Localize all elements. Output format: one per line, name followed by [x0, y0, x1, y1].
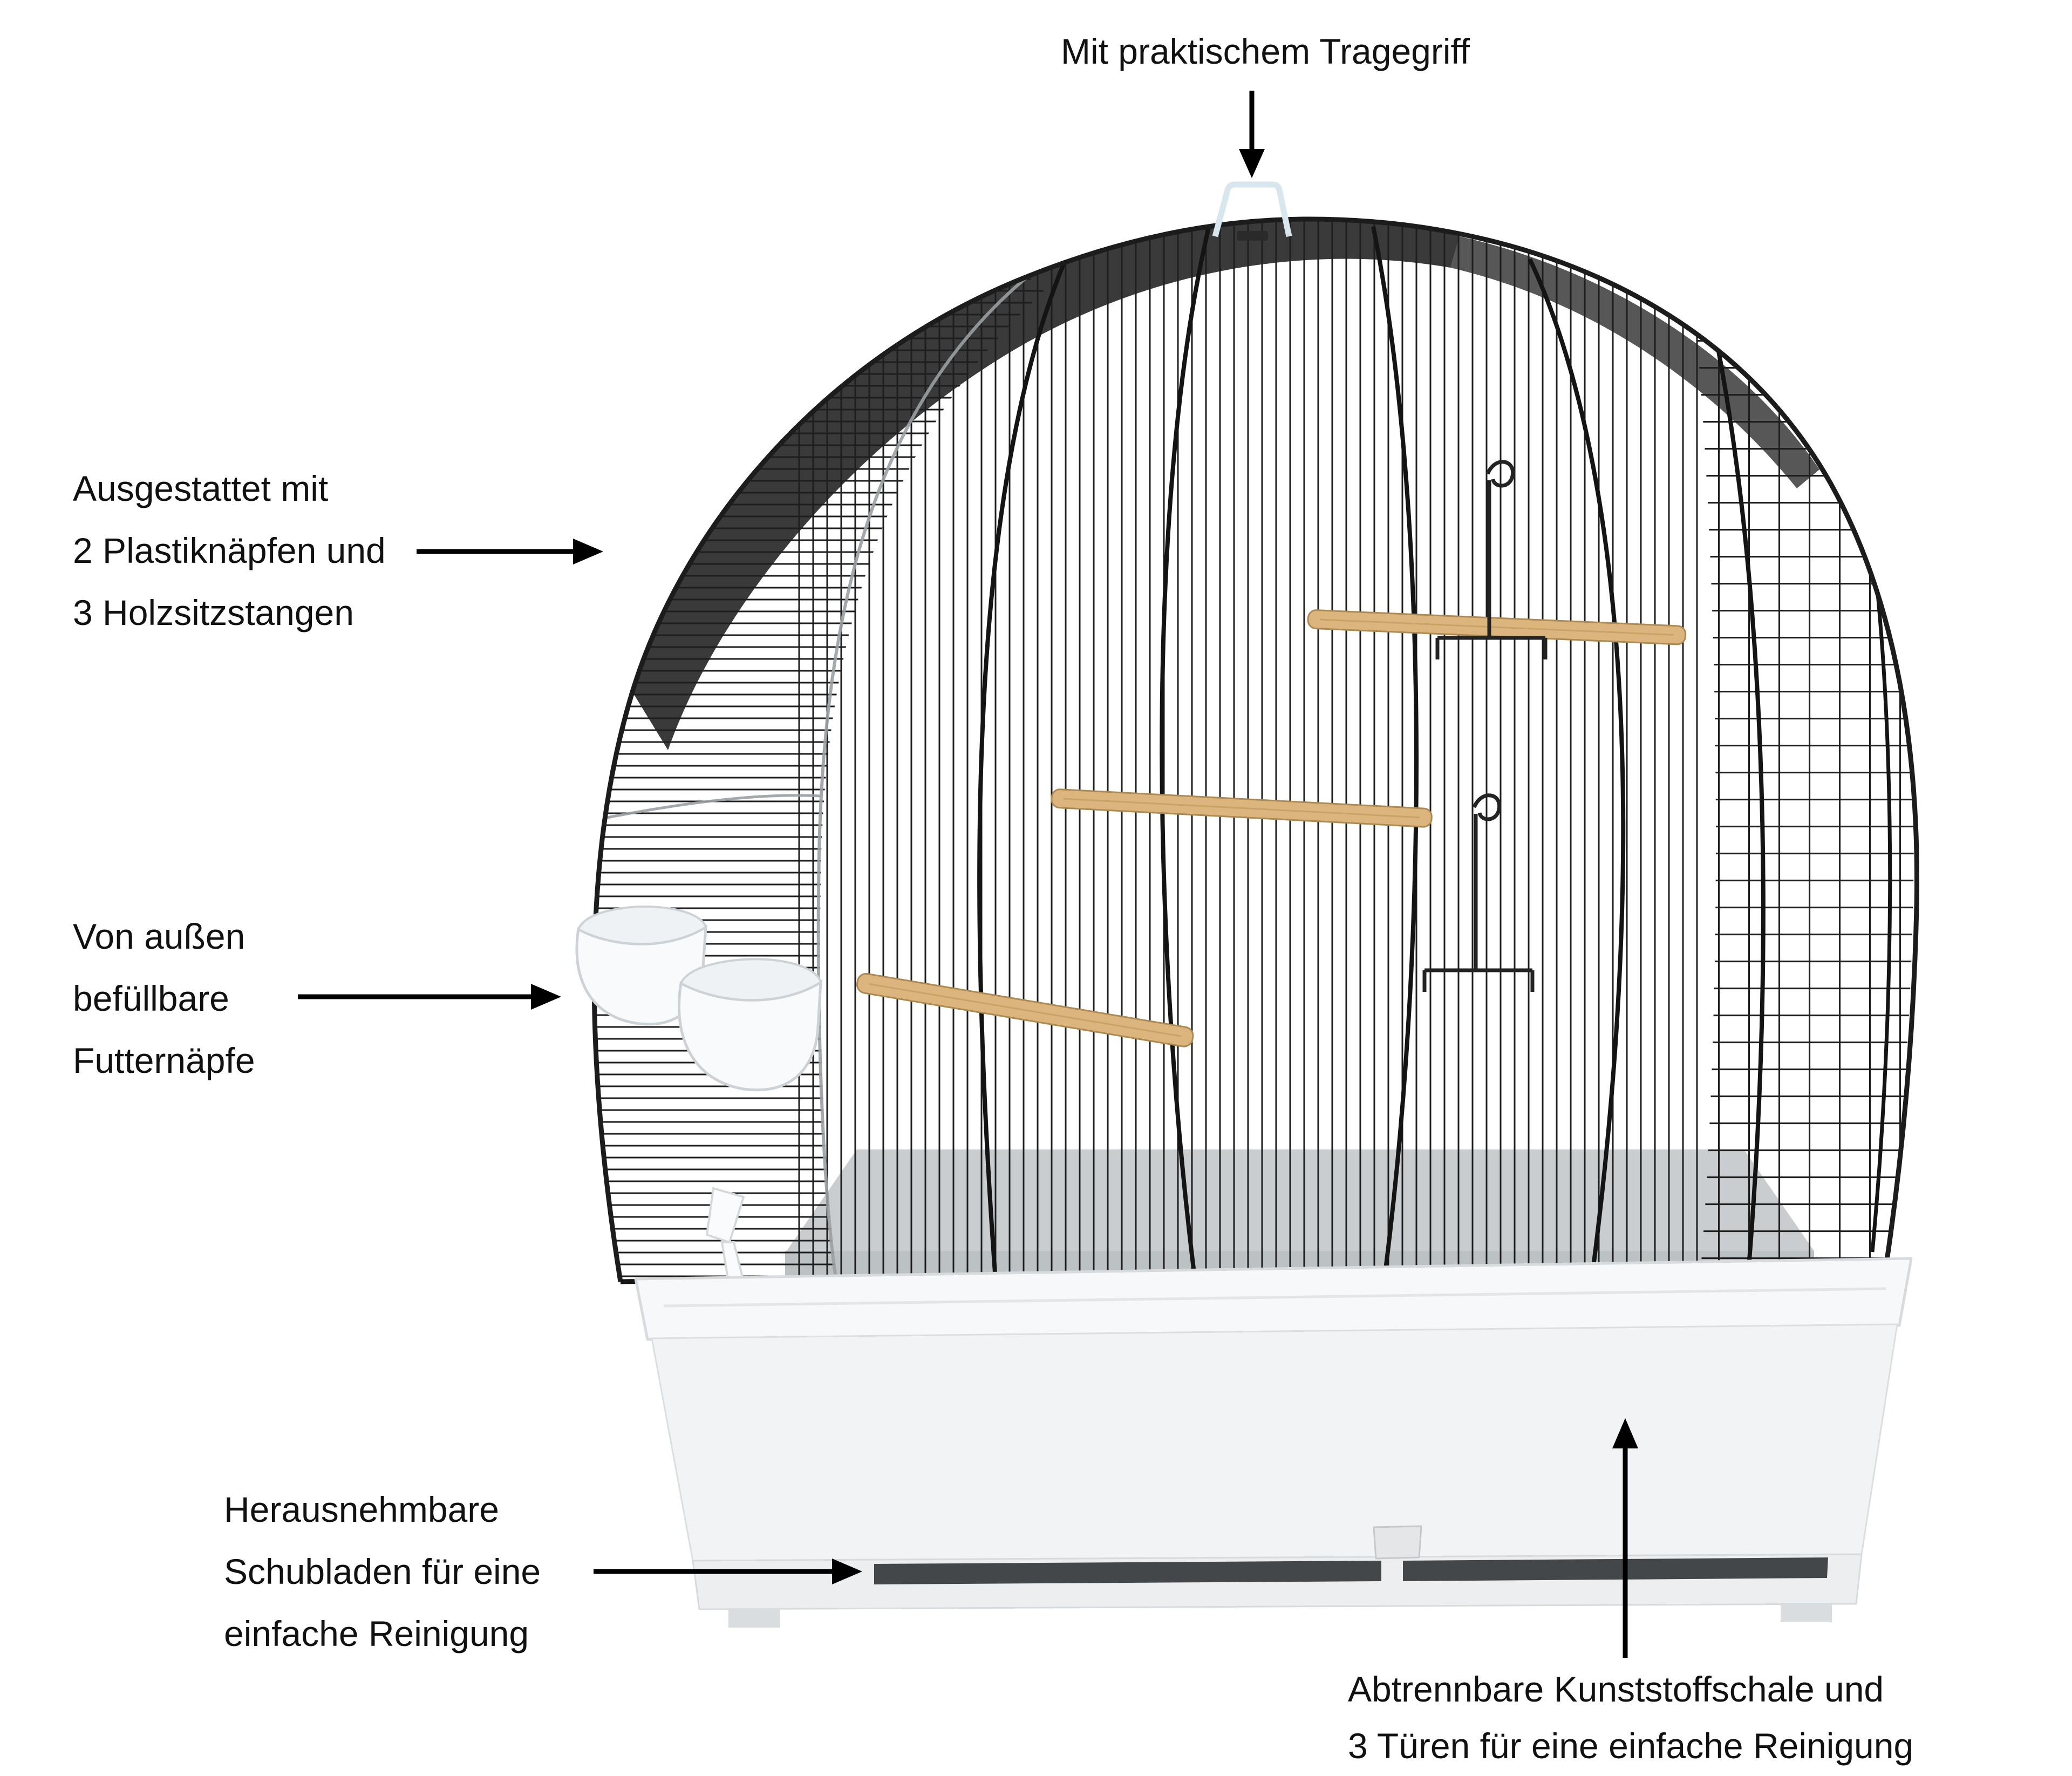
base-tray-label: Abtrennbare Kunststoffschale und 3 Türen…	[1348, 1661, 1913, 1774]
drawers-label: Herausnehmbare Schubladen für eine einfa…	[224, 1479, 541, 1665]
tray-foot	[1781, 1603, 1832, 1622]
hanging-hook	[1422, 793, 1535, 992]
perch	[1307, 609, 1687, 645]
base-tray-rim	[634, 1257, 1913, 1341]
carry-handle	[1212, 181, 1292, 241]
cage-bottom-frame	[620, 1258, 1887, 1284]
drawer-band	[692, 1553, 1863, 1610]
feeders-label: Von außen befüllbare Futternäpfe	[73, 906, 255, 1092]
drawer-right	[1403, 1557, 1828, 1581]
cage-silver-accents	[594, 275, 1029, 1282]
cage-top-dark-band-right	[1450, 236, 1819, 488]
tray-foot	[728, 1608, 780, 1628]
cage-frame-curves	[977, 226, 1892, 1282]
feeders-label-line-3: Futternäpfe	[73, 1040, 255, 1080]
perch	[856, 972, 1194, 1047]
bird-cage-illustration	[575, 181, 1919, 1628]
drawer-left	[874, 1561, 1381, 1584]
equipment-label: Ausgestattet mit 2 Plastiknäpfen und 3 H…	[73, 458, 386, 644]
drawers-label-line-2: Schubladen für eine	[224, 1552, 541, 1591]
perch	[1051, 788, 1433, 828]
base-tray-label-line-2: 3 Türen für eine einfache Reinigung	[1348, 1726, 1914, 1766]
arrow-down-icon	[1239, 91, 1265, 178]
cage-top-dark-band	[632, 219, 1460, 750]
cage-left-wires	[594, 276, 1044, 1282]
equipment-label-line-1: Ausgestattet mit	[73, 468, 329, 508]
cage-dome-mesh	[594, 219, 1914, 1282]
drawer-handle-notch	[1373, 1525, 1422, 1560]
feeders-label-line-1: Von außen	[73, 916, 246, 956]
base-tray-body	[651, 1323, 1898, 1562]
arrow-right-icon	[298, 984, 561, 1010]
cage-right-grid	[1689, 254, 1914, 1282]
cage-dome-outline	[591, 216, 1919, 1282]
feeding-cup	[575, 906, 707, 1026]
equipment-label-line-3: 3 Holzsitzstangen	[73, 593, 354, 632]
hanging-hook	[1435, 460, 1548, 659]
carry-handle-label-text: Mit praktischem Tragegriff	[1060, 31, 1470, 71]
arrow-up-icon	[1612, 1418, 1638, 1658]
arrow-right-icon	[594, 1559, 862, 1584]
cage-front-wires	[788, 219, 1705, 1282]
perches	[856, 609, 1687, 1047]
carry-handle-label: Mit praktischem Tragegriff	[960, 30, 1570, 73]
base-tray	[634, 1257, 1913, 1628]
equipment-label-line-2: 2 Plastiknäpfen und	[73, 530, 386, 570]
arrow-right-icon	[417, 539, 603, 564]
feeding-cups	[575, 906, 822, 1092]
white-clip	[705, 1187, 746, 1290]
hanging-hooks	[1422, 460, 1548, 992]
cage-floor	[785, 1149, 1814, 1279]
drawers-label-line-1: Herausnehmbare	[224, 1489, 499, 1529]
feeding-cup	[678, 958, 822, 1092]
base-tray-label-line-1: Abtrennbare Kunststoffschale und	[1348, 1669, 1884, 1709]
drawers-label-line-3: einfache Reinigung	[224, 1614, 529, 1653]
feeders-label-line-2: befüllbare	[73, 978, 229, 1018]
